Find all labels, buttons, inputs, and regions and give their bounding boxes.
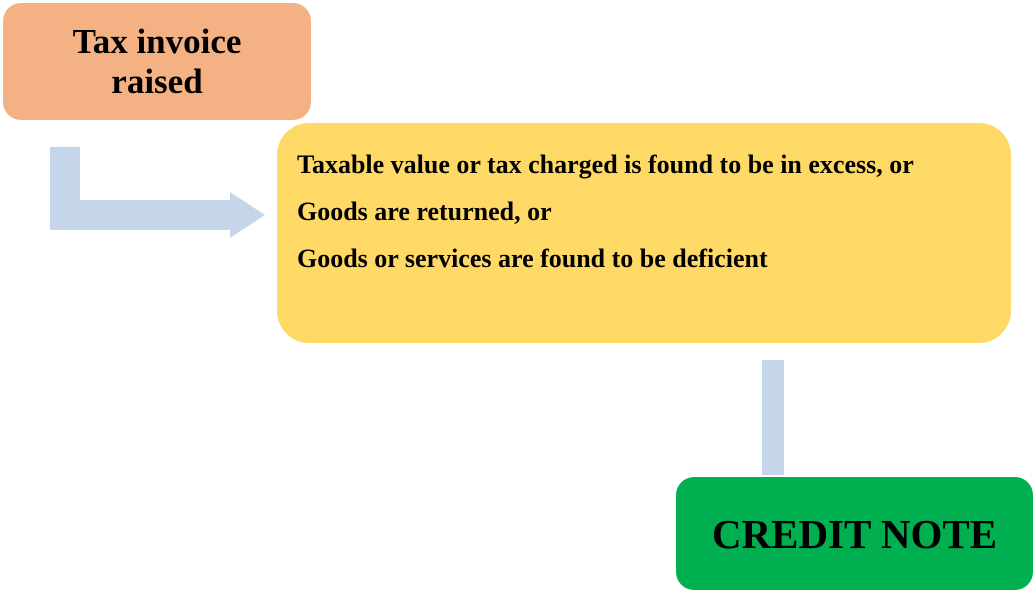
condition-item: Taxable value or tax charged is found to… [297, 150, 914, 179]
condition-item: Goods are returned, or [297, 197, 552, 226]
credit-note-label: CREDIT NOTE [711, 510, 998, 557]
tax-invoice-raised-box: Tax invoice raised [3, 3, 311, 120]
tax-invoice-raised-label: Tax invoice raised [72, 21, 242, 101]
credit-note-box: CREDIT NOTE [676, 477, 1033, 590]
conditions-box: Taxable value or tax charged is found to… [277, 123, 1011, 343]
bent-arrow-connector [50, 147, 265, 238]
condition-item: Goods or services are found to be defici… [297, 244, 768, 273]
vertical-connector [762, 360, 784, 475]
